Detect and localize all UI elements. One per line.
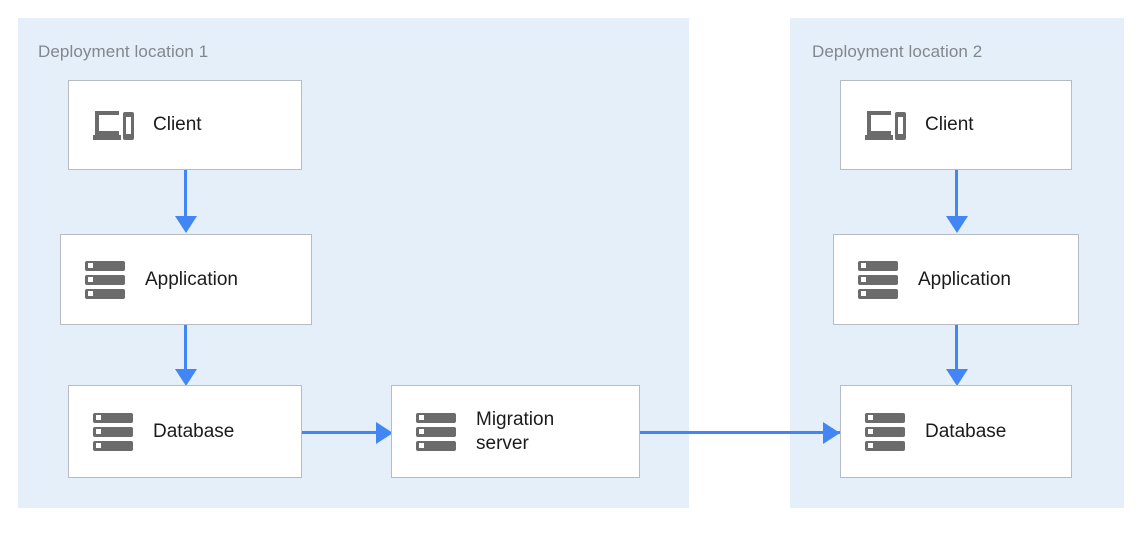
node-database-1[interactable]: Database [68,385,302,478]
node-label-client-1: Client [153,114,202,135]
server-bar [416,440,456,451]
arrowhead-application2-database2 [945,369,968,386]
server-bar [93,412,133,423]
server-icon [414,410,458,454]
client-devices-icon [91,103,135,147]
connector-client1-application1 [184,170,187,220]
connector-client2-application2 [955,170,958,220]
node-client-1[interactable]: Client [68,80,302,170]
server-bar [93,426,133,437]
node-database-2[interactable]: Database [840,385,1072,478]
connector-application2-database2 [955,325,958,373]
server-icon [856,258,900,302]
server-bar [416,412,456,423]
client-devices-icon [863,103,907,147]
node-application-2[interactable]: Application [833,234,1079,325]
server-icon [83,258,127,302]
node-label-database-2: Database [925,420,1007,442]
arrowhead-client1-application1 [174,216,197,233]
server-bar [85,288,125,299]
zone-label-1: Deployment location 1 [38,42,209,61]
arrowhead-migration-server-database2 [823,421,840,444]
zone-label-2: Deployment location 2 [812,42,983,61]
server-icon-bars [85,260,125,299]
server-icon [91,410,135,454]
node-label-database-1: Database [153,420,235,442]
connector-migration-server-database2 [640,431,840,434]
node-label-client-2: Client [925,114,974,135]
server-icon-bars [858,260,898,299]
arrowhead-application1-database1 [174,369,197,386]
node-application-1[interactable]: Application [60,234,312,325]
server-bar [85,260,125,271]
node-migration-server[interactable]: Migration server [391,385,640,478]
server-icon-bars [416,412,456,451]
connector-application1-database1 [184,325,187,373]
connector-database1-migration-server [301,431,379,434]
server-icon-bars [865,412,905,451]
arrowhead-database1-migration-server [376,421,393,444]
server-icon [863,410,907,454]
node-client-2[interactable]: Client [840,80,1072,170]
server-bar [858,288,898,299]
server-bar [858,274,898,285]
server-bar [85,274,125,285]
server-bar [93,440,133,451]
server-bar [858,260,898,271]
server-bar [865,412,905,423]
arrowhead-client2-application2 [945,216,968,233]
node-label-application-2: Application [918,268,1011,290]
server-bar [416,426,456,437]
server-bar [865,426,905,437]
server-icon-bars [93,412,133,451]
server-bar [865,440,905,451]
node-label-application-1: Application [145,268,238,290]
node-label-migration-server: Migration server [476,408,555,454]
